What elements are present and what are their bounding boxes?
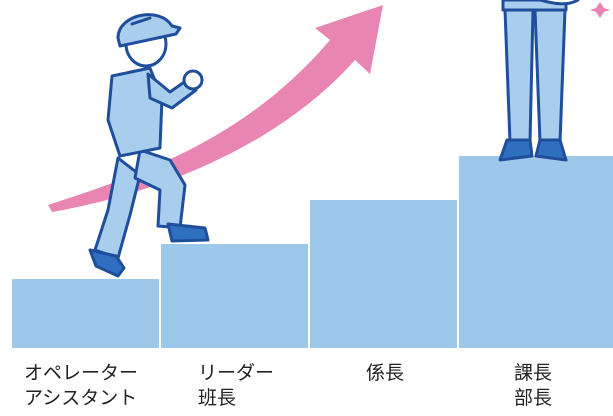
sparkle-icon <box>590 2 610 18</box>
step-label-leader: リーダー 班長 <box>198 361 274 411</box>
step-label-line: 係長 <box>366 362 405 384</box>
step-label-line: アシスタント <box>24 387 138 409</box>
step-label-line: 班長 <box>198 387 237 409</box>
step-label-line: 部長 <box>514 387 553 409</box>
step-label-line: リーダー <box>198 362 275 384</box>
step-leader <box>161 244 308 348</box>
step-label-chief: 係長 <box>366 361 404 386</box>
step-label-line: オペレーター <box>24 362 139 384</box>
step-label-operator: オペレーター アシスタント <box>24 361 138 411</box>
step-operator <box>12 279 159 348</box>
step-chief <box>310 200 457 348</box>
step-label-line: 課長 <box>514 362 553 384</box>
climbing-worker-icon <box>88 13 210 278</box>
step-label-manager: 課長 部長 <box>514 361 552 411</box>
growth-arrow-icon <box>48 5 383 212</box>
standing-worker-icon <box>498 0 580 162</box>
step-manager <box>459 156 613 348</box>
